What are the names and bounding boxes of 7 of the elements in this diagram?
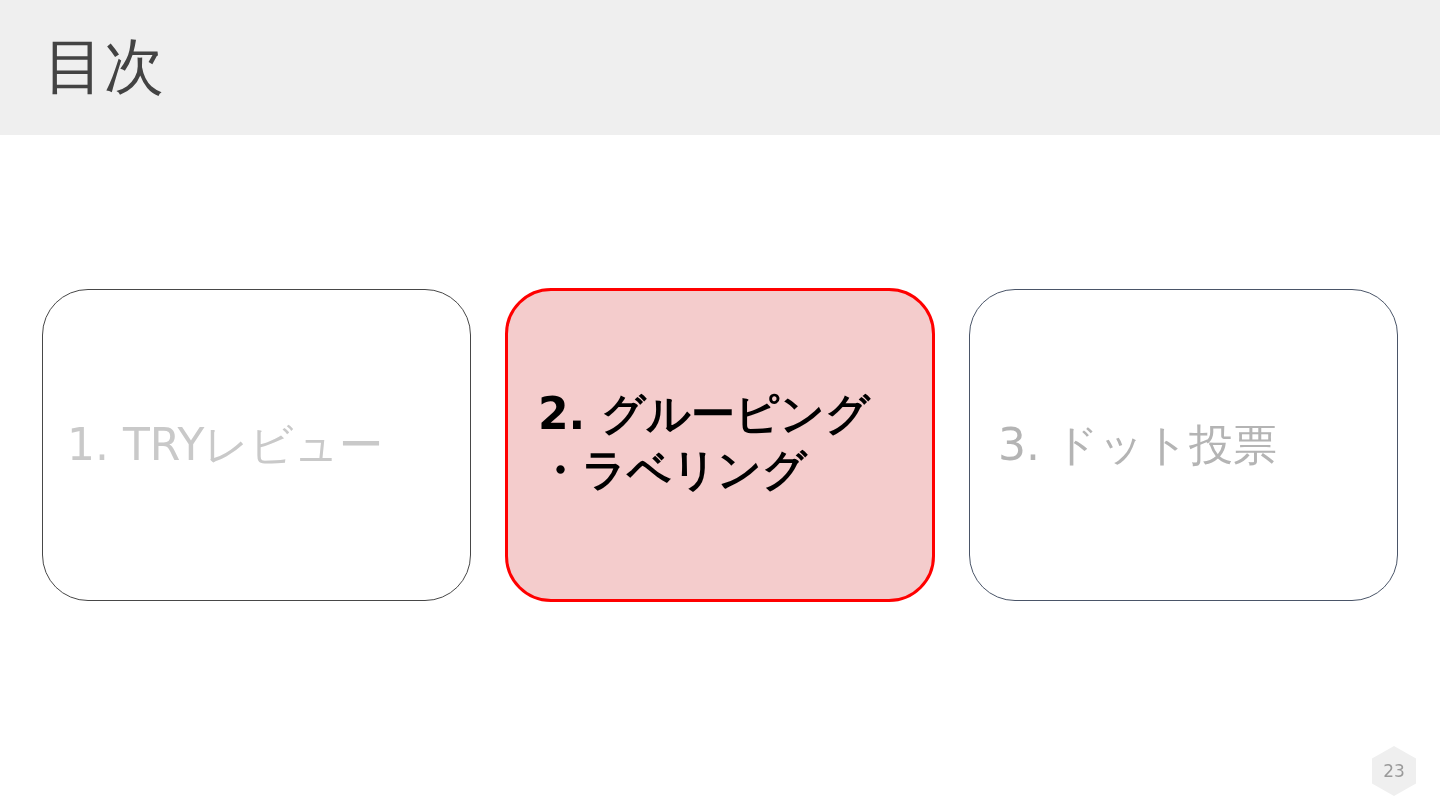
section-card — [42, 289, 471, 601]
section-heading: 3. ドット投票 — [998, 418, 1278, 472]
page-number: 23 — [1372, 746, 1416, 796]
highlighted-section-card — [505, 288, 935, 602]
section-card — [969, 289, 1398, 601]
slide-title: 目次 — [44, 30, 164, 103]
section-heading: 2. グルーピング・ラベリング — [538, 387, 872, 497]
